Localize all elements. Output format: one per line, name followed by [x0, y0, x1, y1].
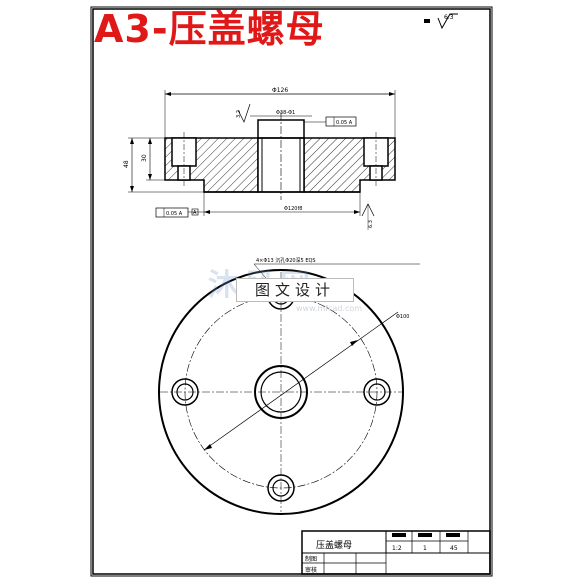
roughness-symbol-value: 6.3 — [444, 14, 454, 21]
svg-text:0.05 A: 0.05 A — [336, 120, 353, 126]
pcd-dimension-line — [203, 311, 399, 451]
dim-spigot: Φ120f8 — [284, 206, 302, 212]
dim-pcd: Φ100 — [396, 314, 409, 320]
tolerance-frame-top — [325, 116, 357, 127]
flange-outer-circle — [158, 269, 404, 515]
watermark-label: 图文设计 — [236, 278, 354, 302]
drawing-frame-outer — [90, 6, 493, 577]
title-block-scale: 1:2 — [392, 545, 402, 552]
title-block-quantity: 1 — [423, 545, 427, 552]
svg-text:0.05 A: 0.05 A — [166, 211, 183, 217]
title-block: 压盖螺母 1:2 1 45 制图 审核 — [301, 530, 491, 575]
dim-height-flange: 30 — [141, 154, 148, 162]
tolerance-frame-bottom — [155, 207, 189, 218]
holes-note: 4×Φ13 沉孔Φ20深5 EQS — [256, 257, 316, 264]
drawing-title: A3-压盖螺母 — [94, 7, 325, 51]
roughness-symbol: 6.3 — [424, 13, 458, 30]
dim-overall-diameter: Φ126 — [272, 87, 288, 94]
title-block-checked: 审核 — [305, 566, 317, 574]
datum-label: A — [193, 210, 197, 216]
title-block-drawn: 制图 — [305, 555, 317, 563]
drawing-frame-inner — [92, 8, 491, 575]
svg-text:3.2: 3.2 — [236, 110, 242, 118]
watermark-sub: www.mfcad.com — [296, 304, 363, 313]
title-block-material: 45 — [450, 545, 458, 552]
dim-height-total: 48 — [123, 160, 130, 168]
dim-bore: Φ38-Φ1 — [276, 110, 295, 116]
svg-text:6.3: 6.3 — [368, 220, 374, 228]
title-block-part-name: 压盖螺母 — [316, 539, 352, 551]
section-view: Φ126 Φ38-Φ1 0.05 A 3.2 48 30 Φ120f8 — [123, 87, 396, 230]
